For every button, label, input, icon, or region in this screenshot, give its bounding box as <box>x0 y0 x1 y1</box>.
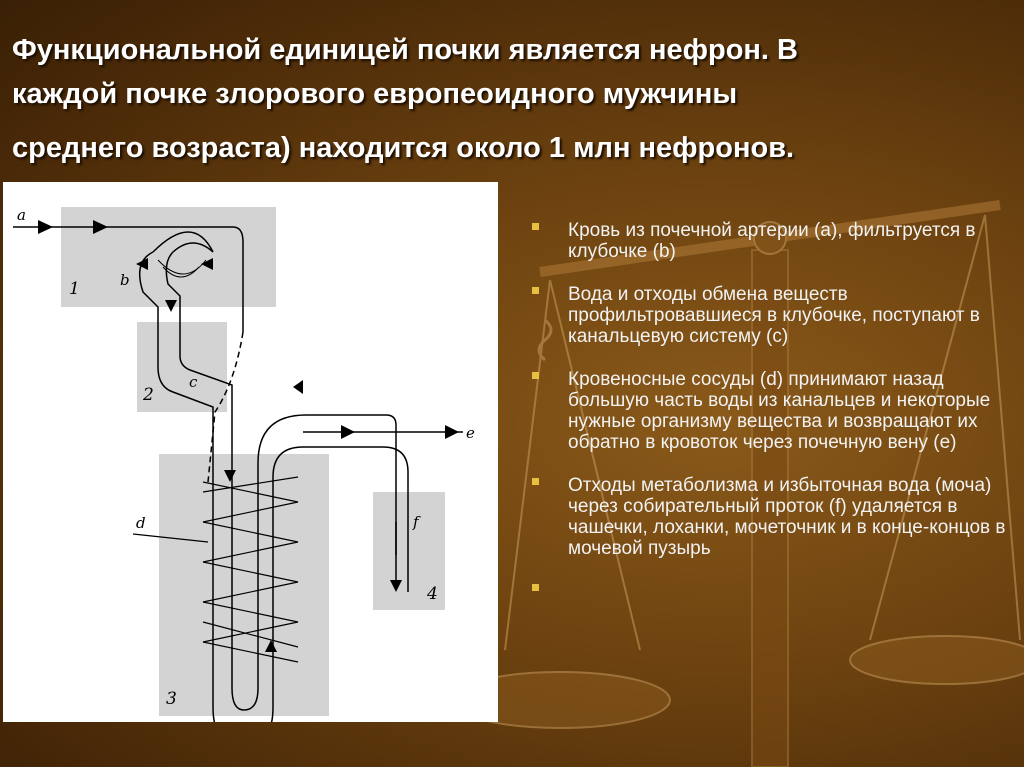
nephron-diagram-svg: a b c d e f 1 2 3 4 <box>13 206 475 748</box>
zone-3 <box>159 454 329 716</box>
bullet-marker <box>532 287 539 294</box>
bullet-marker <box>532 584 539 591</box>
bullet-marker <box>532 478 539 485</box>
bullet-item-empty <box>532 581 1012 603</box>
label-zone-2: 2 <box>142 385 154 405</box>
title-line-3: среднего возраста) находится около 1 млн… <box>12 132 795 164</box>
bullet-text: Отходы метаболизма и избыточная вода (мо… <box>568 475 1006 559</box>
label-d: d <box>136 514 146 532</box>
label-c: c <box>189 373 198 391</box>
bullet-item: Отходы метаболизма и избыточная вода (мо… <box>532 475 1012 559</box>
blood-vessel-spiral <box>202 476 299 663</box>
bullet-list: Кровь из почечной артерии (а), фильтрует… <box>532 220 1012 625</box>
label-b: b <box>120 271 130 289</box>
label-e: e <box>466 424 475 442</box>
bullet-item: Вода и отходы обмена веществ профильтров… <box>532 284 1012 347</box>
bullet-text: Вода и отходы обмена веществ профильтров… <box>568 284 980 347</box>
bullet-item: Кровеносные сосуды (d) принимают назад б… <box>532 369 1012 453</box>
nephron-diagram: a b c d e f 1 2 3 4 <box>3 182 498 748</box>
label-f: f <box>412 513 421 531</box>
title-line-2: каждой почке злорового европеоидного муж… <box>12 78 738 110</box>
slide-title: Функциональной единицей почки является н… <box>12 28 1002 170</box>
title-line-1: Функциональной единицей почки является н… <box>12 34 798 66</box>
bullet-marker <box>532 372 539 379</box>
label-a: a <box>17 206 26 224</box>
label-zone-4: 4 <box>426 584 438 604</box>
label-zone-1: 1 <box>69 279 80 299</box>
zone-4 <box>373 492 445 610</box>
label-zone-3: 3 <box>166 689 177 709</box>
zone-2 <box>137 322 227 412</box>
bullet-text: Кровь из почечной артерии (а), фильтрует… <box>568 220 976 262</box>
bullet-marker <box>532 223 539 230</box>
bullet-text: Кровеносные сосуды (d) принимают назад б… <box>568 369 991 453</box>
bullet-item: Кровь из почечной артерии (а), фильтрует… <box>532 220 1012 262</box>
